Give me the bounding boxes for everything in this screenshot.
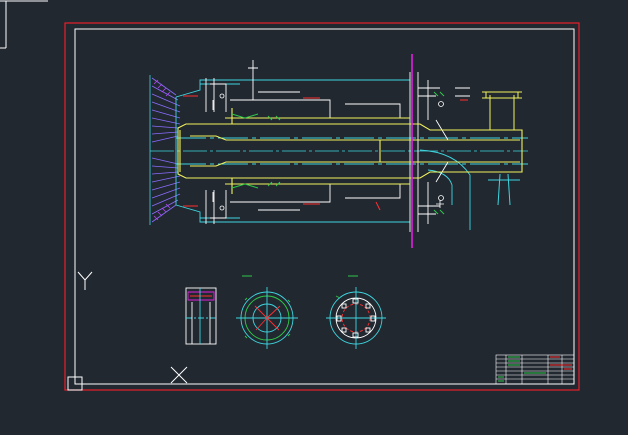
seal-hatching — [231, 91, 445, 215]
detail-views — [185, 275, 386, 349]
burner-assembly-drawing — [149, 54, 528, 248]
sheet-inner-border — [74, 28, 575, 385]
detail-side-elevation — [185, 287, 217, 345]
outlet-elbow — [482, 91, 522, 206]
detail-section-b — [326, 287, 386, 349]
viewport-tab-fragment — [0, 0, 48, 49]
title-block — [495, 354, 575, 385]
fuel-lance-pipe — [177, 108, 523, 194]
pickbox-icon — [67, 376, 83, 391]
support-frame — [205, 60, 470, 232]
crosshair-cursor-icon — [170, 366, 188, 384]
nozzle-fin-hatching — [149, 75, 181, 225]
flange-bolts — [219, 93, 444, 211]
ucs-icon — [77, 271, 93, 290]
detail-section-a — [236, 287, 298, 349]
outer-casing — [150, 79, 528, 230]
red-markers — [183, 95, 468, 211]
sheet-outer-border — [64, 22, 580, 391]
